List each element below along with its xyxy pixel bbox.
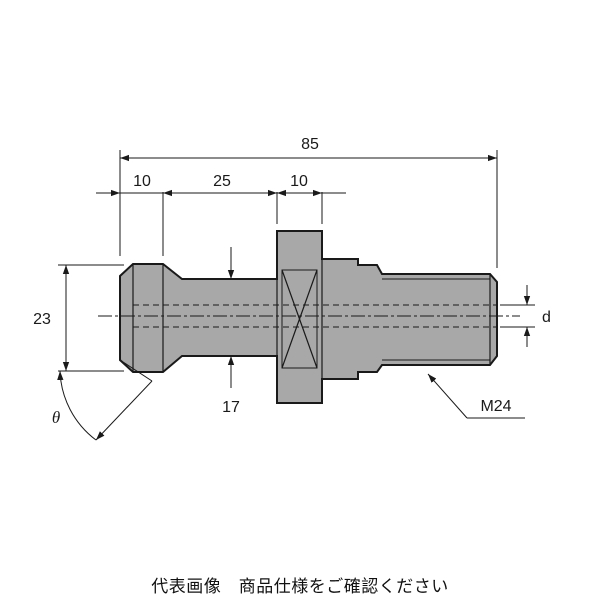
neck-length-label: 25 (213, 173, 231, 190)
flat-cross-2 (281, 269, 318, 369)
pull-stud-body (119, 230, 498, 404)
head-length-label: 10 (133, 173, 151, 190)
dim-neck-diameter: 17 (222, 247, 240, 416)
overall-length-label: 85 (301, 136, 319, 153)
extension-lines (119, 150, 498, 268)
dim-neck-length: 25 (163, 173, 277, 197)
dim-collar-length: 10 (253, 173, 346, 197)
dim-bore-diameter: d (500, 285, 551, 347)
dim-overall-length: 85 (120, 136, 497, 162)
neck-diameter-label: 17 (222, 399, 240, 416)
thread-label: M24 (480, 398, 511, 415)
flat-outline (281, 269, 318, 369)
dim-thread: M24 (427, 373, 525, 419)
caption: 代表画像 商品仕様をご確認ください (151, 577, 449, 597)
dim-head-length: 10 (96, 173, 187, 197)
dim-head-diameter: 23 (33, 264, 124, 372)
stud-outline (119, 230, 498, 404)
collar-length-label: 10 (290, 173, 308, 190)
dim-angle: θ (52, 359, 153, 441)
head-diameter-label: 23 (33, 311, 51, 328)
angle-label: θ (52, 408, 60, 427)
bore-diameter-label: d (542, 309, 551, 326)
